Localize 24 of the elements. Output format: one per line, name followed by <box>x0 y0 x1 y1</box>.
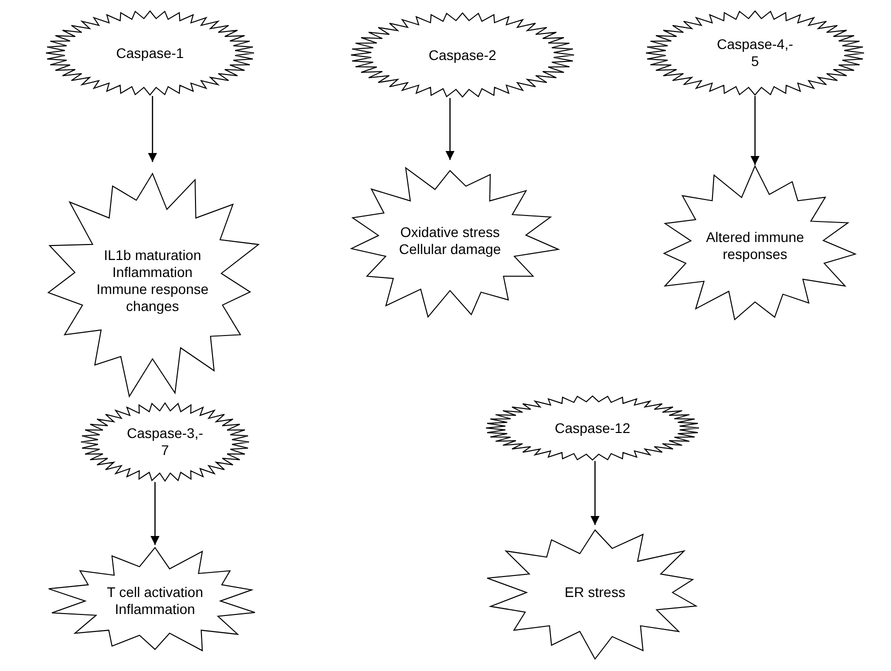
arrow <box>446 98 454 160</box>
starburst-node <box>485 395 700 461</box>
node-text: Caspase-12 <box>554 420 630 436</box>
node-text: Inflammation <box>114 601 196 618</box>
node-text: ER stress <box>564 584 626 601</box>
starburst-node <box>645 10 865 96</box>
arrow <box>750 96 760 165</box>
starburst-node <box>80 402 250 482</box>
starburst-node <box>45 10 255 96</box>
node-text: IL1b maturation <box>104 247 202 264</box>
node-text: Cellular damage <box>399 241 501 258</box>
node-text: Oxidative stress <box>400 224 500 241</box>
node-text: Immune response changes <box>95 281 210 315</box>
starburst-node <box>350 12 575 98</box>
node-text: Caspase-4,- 5 <box>716 36 794 70</box>
arrow <box>590 461 600 525</box>
node-text: T cell activation <box>106 584 204 601</box>
node-text: Caspase-3,- 7 <box>126 425 204 459</box>
node-text: Caspase-2 <box>428 46 496 64</box>
arrow <box>150 482 160 545</box>
node-text: Altered immune responses <box>704 229 806 263</box>
node-text: Inflammation <box>112 264 193 281</box>
arrow <box>148 96 157 162</box>
node-text: Caspase-1 <box>116 44 184 62</box>
